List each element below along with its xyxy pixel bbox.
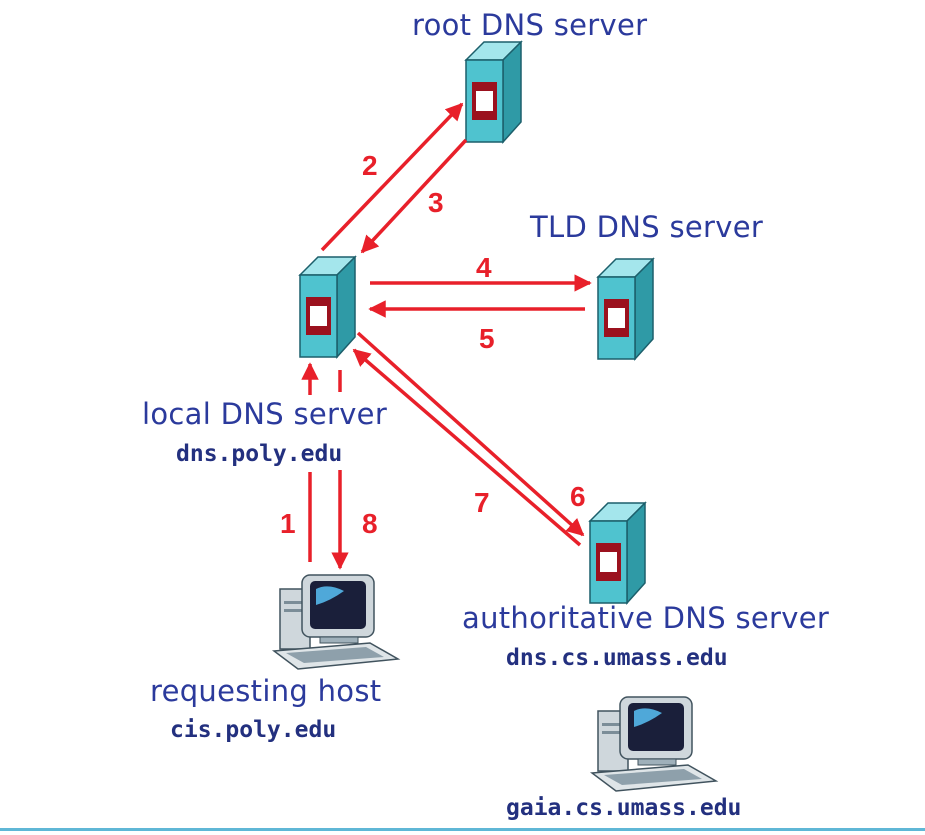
local-server-host: dns.poly.edu (176, 441, 343, 467)
bottom-divider (0, 828, 925, 831)
query-arrows (301, 102, 592, 570)
step-label-7: 7 (474, 487, 490, 518)
arrow-step-7 (352, 348, 582, 547)
root-server-icon (465, 41, 522, 143)
target-host-name: gaia.cs.umass.edu (506, 795, 742, 821)
step-label-6: 6 (570, 481, 586, 512)
requesting-host-label: requesting host (150, 674, 382, 708)
authoritative-server-host: dns.cs.umass.edu (506, 645, 728, 671)
root-server-label: root DNS server (412, 8, 648, 42)
authoritative-server-label: authoritative DNS server (462, 601, 830, 635)
requesting-host-name: cis.poly.edu (170, 717, 337, 743)
tld-server-label: TLD DNS server (530, 210, 764, 244)
step-label-2: 2 (362, 150, 378, 181)
authoritative-server-icon (589, 502, 646, 604)
arrow-step-2 (320, 102, 464, 252)
step-label-5: 5 (479, 323, 495, 354)
step-label-4: 4 (476, 252, 492, 283)
requesting-host-computer-icon (273, 574, 399, 670)
tld-server-icon (597, 258, 654, 360)
local-server-label: local DNS server (142, 397, 388, 431)
step-label-3: 3 (428, 187, 444, 218)
arrow-step-6 (356, 331, 585, 537)
local-server-icon (299, 256, 356, 358)
step-label-8: 8 (362, 508, 378, 539)
step-label-1: 1 (280, 508, 296, 539)
target-host-computer-icon (591, 696, 717, 792)
arrow-step-3 (360, 138, 468, 254)
